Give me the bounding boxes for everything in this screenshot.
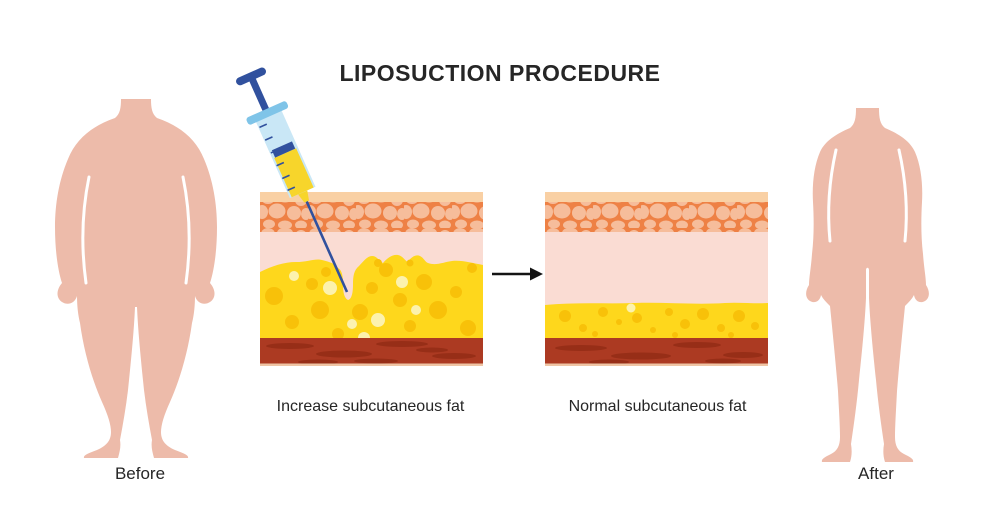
muscle-layer bbox=[545, 338, 768, 366]
skin-panel-increased-fat bbox=[260, 192, 483, 366]
fat-layer-thin bbox=[545, 302, 768, 338]
syringe-plunger-handle bbox=[236, 67, 266, 86]
fat-cells-dark bbox=[559, 307, 759, 338]
syringe-plunger-seal bbox=[271, 141, 296, 158]
skin-panel-normal-fat bbox=[545, 192, 768, 366]
syringe-needle bbox=[305, 200, 349, 293]
after-body-arm-gap-lines bbox=[827, 148, 908, 243]
epidermis-layer bbox=[545, 192, 768, 204]
after-body-silhouette bbox=[806, 108, 929, 462]
fat-layer-thick bbox=[260, 254, 483, 357]
fat-cells-dark bbox=[265, 259, 477, 357]
before-body-silhouette bbox=[55, 99, 217, 458]
syringe-liquid bbox=[274, 148, 314, 198]
caption-increased-fat: Increase subcutaneous fat bbox=[276, 398, 465, 415]
dermis-layer bbox=[545, 202, 768, 240]
before-label: Before bbox=[114, 464, 166, 483]
before-body-arm-gap-lines bbox=[81, 175, 191, 285]
dermis-layer bbox=[260, 202, 483, 239]
epidermis-layer bbox=[260, 192, 483, 204]
muscle-layer bbox=[260, 338, 483, 366]
right-arrow-icon bbox=[492, 267, 543, 281]
after-label: After bbox=[858, 464, 894, 483]
syringe-icon bbox=[236, 67, 349, 293]
caption-normal-fat: Normal subcutaneous fat bbox=[568, 398, 747, 415]
syringe-graduations bbox=[259, 123, 296, 192]
syringe-flange bbox=[246, 101, 289, 125]
syringe-nozzle bbox=[298, 190, 310, 203]
fat-cell-light bbox=[626, 303, 636, 313]
page-title: LIPOSUCTION PROCEDURE bbox=[339, 60, 661, 86]
